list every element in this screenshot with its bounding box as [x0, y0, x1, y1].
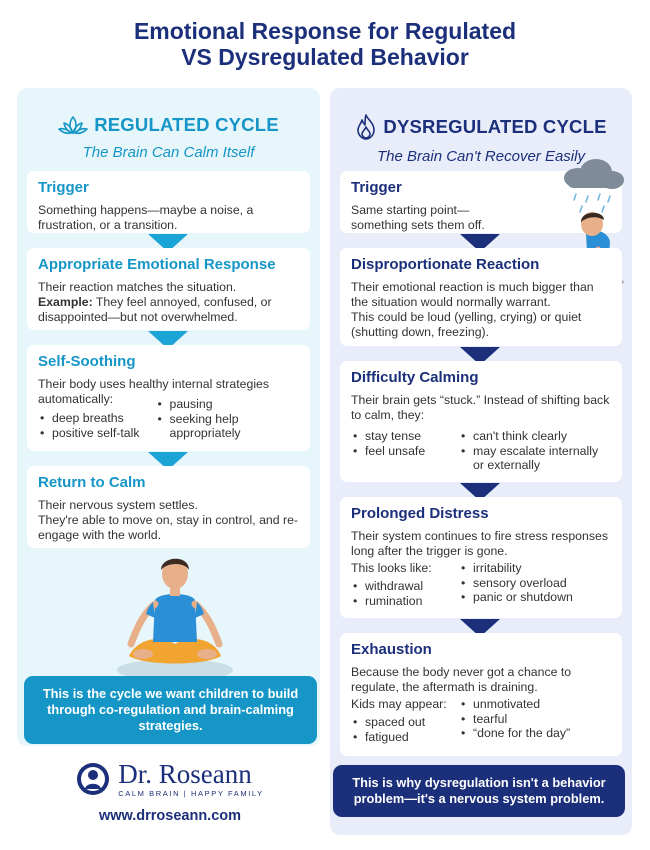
- regulated-calm-card: Return to Calm Their nervous system sett…: [27, 466, 310, 548]
- dysregulated-panel: DYSREGULATED CYCLE The Brain Can't Recov…: [330, 88, 632, 835]
- card-heading: Trigger: [351, 179, 402, 196]
- brand-tagline: CALM BRAIN | HAPPY FAMILY: [118, 789, 264, 798]
- regulated-trigger-card: Trigger Something happens—maybe a noise,…: [27, 171, 310, 233]
- meditating-child-illustration: [109, 548, 239, 683]
- example-label: Example:: [38, 295, 93, 309]
- regulated-response-card: Appropriate Emotional Response Their rea…: [27, 248, 310, 330]
- list-item: spaced out: [351, 715, 449, 730]
- flow-arrow: [460, 234, 500, 252]
- bullet-list: irritability sensory overload panic or s…: [459, 561, 611, 608]
- list-item: may escalate internally or externally: [459, 444, 611, 473]
- list-item: fatigued: [351, 730, 449, 745]
- list-item: “done for the day”: [459, 726, 611, 741]
- bullet-list: stay tense feel unsafe: [351, 429, 449, 473]
- regulated-panel: REGULATED CYCLE The Brain Can Calm Itsel…: [17, 88, 320, 746]
- card-heading: Difficulty Calming: [351, 369, 479, 386]
- list-item: seeking help appropriately: [155, 412, 265, 441]
- card-text: Something happens—maybe a noise, a frust…: [38, 203, 254, 232]
- bullet-list: withdrawal rumination: [351, 579, 449, 608]
- list-item: stay tense: [351, 429, 449, 444]
- bullet-list: spaced out fatigued: [351, 715, 449, 744]
- dysregulated-callout: This is why dysregulation isn't a behavi…: [333, 765, 625, 817]
- card-text: Their system continues to fire stress re…: [351, 529, 608, 558]
- example-text: They feel annoyed, confused, or disappoi…: [38, 295, 272, 324]
- card-text: Same starting point—something sets them …: [351, 203, 485, 232]
- list-item: can't think clearly: [459, 429, 611, 444]
- list-item: sensory overload: [459, 576, 611, 591]
- flow-arrow: [460, 619, 500, 637]
- card-text: Because the body never got a chance to r…: [351, 665, 572, 694]
- card-heading: Self-Soothing: [38, 353, 136, 370]
- card-text: Their nervous system settles.: [38, 498, 198, 512]
- card-text: This could be loud (yelling, crying) or …: [351, 310, 582, 339]
- card-heading: Appropriate Emotional Response: [38, 256, 276, 273]
- bullet-list: can't think clearly may escalate interna…: [459, 429, 611, 473]
- list-item: tearful: [459, 712, 611, 727]
- flow-arrow: [460, 347, 500, 365]
- card-text: Their body uses healthy internal strateg…: [38, 377, 270, 406]
- list-item: unmotivated: [459, 697, 611, 712]
- brand-url-link[interactable]: www.drroseann.com: [98, 808, 242, 824]
- regulated-callout: This is the cycle we want children to bu…: [24, 676, 317, 744]
- list-item: withdrawal: [351, 579, 449, 594]
- title-line-1: Emotional Response for Regulated: [133, 18, 517, 44]
- flame-icon: [355, 114, 377, 140]
- card-heading: Disproportionate Reaction: [351, 256, 540, 273]
- card-heading: Return to Calm: [38, 474, 146, 491]
- flow-arrow: [148, 331, 188, 349]
- regulated-title: REGULATED CYCLE: [94, 114, 279, 135]
- dysregulated-calming-card: Difficulty Calming Their brain gets “stu…: [340, 361, 622, 482]
- list-item: deep breaths: [38, 411, 139, 426]
- card-text: Their reaction matches the situation.: [38, 280, 237, 294]
- dysregulated-exhaustion-card: Exhaustion Because the body never got a …: [340, 633, 622, 756]
- regulated-subtitle: The Brain Can Calm Itself: [82, 144, 255, 161]
- dysregulated-header: DYSREGULATED CYCLE The Brain Can't Recov…: [330, 114, 632, 165]
- list-item: panic or shutdown: [459, 590, 611, 605]
- list-item: feel unsafe: [351, 444, 449, 459]
- lotus-icon: [58, 114, 89, 136]
- bullet-list: pausing seeking help appropriately: [155, 397, 265, 441]
- brand-block: Dr. Roseann CALM BRAIN | HAPPY FAMILY ww…: [40, 760, 300, 824]
- flow-arrow: [460, 483, 500, 501]
- regulated-header: REGULATED CYCLE The Brain Can Calm Itsel…: [17, 114, 320, 161]
- card-heading: Exhaustion: [351, 641, 432, 658]
- dysregulated-distress-card: Prolonged Distress Their system continue…: [340, 497, 622, 618]
- list-item: rumination: [351, 594, 449, 609]
- list-lead: This looks like:: [351, 561, 432, 575]
- flow-arrow: [148, 234, 188, 252]
- list-lead: Kids may appear:: [351, 697, 447, 711]
- regulated-soothing-card: Self-Soothing Their body uses healthy in…: [27, 345, 310, 451]
- bullet-list: deep breaths positive self-talk: [38, 411, 139, 441]
- brand-logo-icon: [76, 762, 110, 796]
- dysregulated-title: DYSREGULATED CYCLE: [383, 116, 607, 137]
- list-item: pausing: [155, 397, 265, 412]
- card-heading: Prolonged Distress: [351, 505, 489, 522]
- bullet-list: unmotivated tearful “done for the day”: [459, 697, 611, 744]
- flow-arrow: [148, 452, 188, 470]
- card-text: They're able to move on, stay in control…: [38, 513, 299, 542]
- list-item: positive self-talk: [38, 426, 139, 441]
- page-title: Emotional Response for Regulated VS Dysr…: [0, 18, 650, 70]
- title-line-2: VS Dysregulated Behavior: [181, 44, 469, 70]
- dysregulated-subtitle: The Brain Can't Recover Easily: [377, 148, 585, 165]
- list-item: irritability: [459, 561, 611, 576]
- card-text: Their emotional reaction is much bigger …: [351, 280, 594, 309]
- card-heading: Trigger: [38, 179, 89, 196]
- dysregulated-reaction-card: Disproportionate Reaction Their emotiona…: [340, 248, 622, 346]
- brand-name: Dr. Roseann: [118, 759, 252, 789]
- card-text: Their brain gets “stuck.” Instead of shi…: [351, 393, 610, 422]
